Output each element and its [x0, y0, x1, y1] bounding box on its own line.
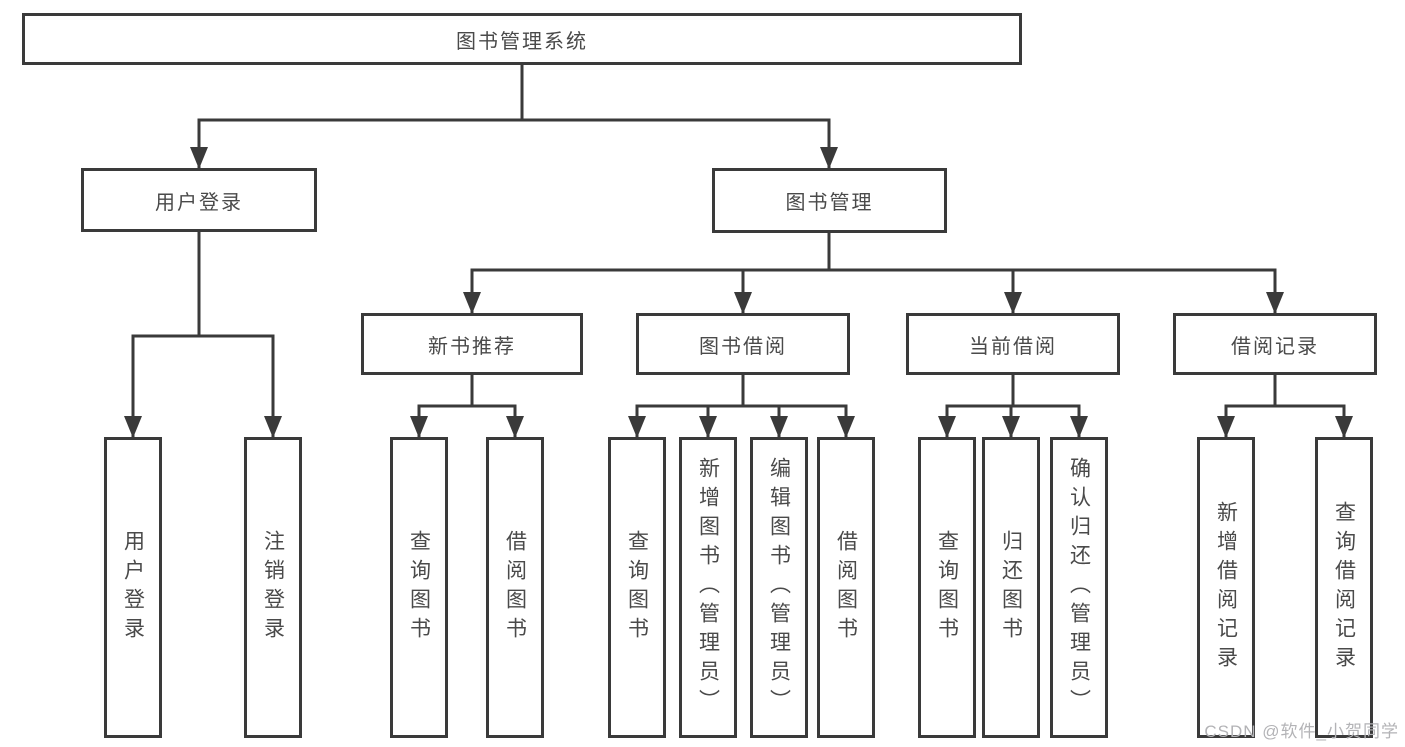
node-current-borrowing: 当前借阅: [906, 313, 1120, 375]
node-label: 图书管理系统: [456, 30, 588, 53]
leaf-label: 查询借阅记录: [1332, 500, 1356, 675]
leaf-label: 新增图书（管理员）: [696, 457, 720, 718]
leaf-label: 查询图书: [625, 529, 649, 646]
csdn-watermark: CSDN @软件_小贺同学: [1204, 722, 1399, 741]
node-label: 图书管理: [785, 192, 874, 214]
node-label: 图书借阅: [699, 335, 787, 358]
node-label: 借阅记录: [1231, 335, 1319, 358]
leaf-label: 借阅图书: [503, 529, 527, 646]
leaf-add-borrow-record: 新增借阅记录: [1197, 437, 1255, 738]
leaf-query-books-current: 查询图书: [918, 437, 976, 738]
leaf-add-books-admin: 新增图书（管理员）: [679, 437, 737, 738]
leaf-label: 查询图书: [407, 529, 431, 646]
leaf-label: 注销登录: [261, 529, 285, 646]
node-label: 用户登录: [155, 191, 243, 214]
leaf-borrow-books-recommend: 借阅图书: [486, 437, 544, 738]
leaf-label: 用户登录: [121, 529, 145, 646]
leaf-label: 归还图书: [999, 529, 1023, 646]
leaf-label: 新增借阅记录: [1214, 500, 1238, 675]
leaf-label: 查询图书: [935, 529, 959, 646]
leaf-return-books: 归还图书: [982, 437, 1040, 738]
node-label: 新书推荐: [428, 335, 516, 358]
node-book-management: 图书管理: [712, 168, 947, 233]
leaf-label: 编辑图书（管理员）: [767, 457, 791, 718]
node-label: 当前借阅: [969, 335, 1057, 358]
leaf-edit-books-admin: 编辑图书（管理员）: [750, 437, 808, 738]
leaf-confirm-return-admin: 确认归还（管理员）: [1050, 437, 1108, 738]
node-new-book-recommendation: 新书推荐: [361, 313, 583, 375]
node-library-management-system: 图书管理系统: [22, 13, 1022, 65]
leaf-query-books-recommend: 查询图书: [390, 437, 448, 738]
leaf-logout-login: 注销登录: [244, 437, 302, 738]
node-borrowing-records: 借阅记录: [1173, 313, 1377, 375]
node-user-login: 用户登录: [81, 168, 317, 232]
leaf-label: 确认归还（管理员）: [1067, 457, 1091, 718]
node-book-borrowing: 图书借阅: [636, 313, 850, 375]
leaf-query-books-borrowing: 查询图书: [608, 437, 666, 738]
leaf-user-login: 用户登录: [104, 437, 162, 738]
leaf-borrow-books: 借阅图书: [817, 437, 875, 738]
leaf-query-borrow-record: 查询借阅记录: [1315, 437, 1373, 738]
leaf-label: 借阅图书: [834, 529, 858, 646]
